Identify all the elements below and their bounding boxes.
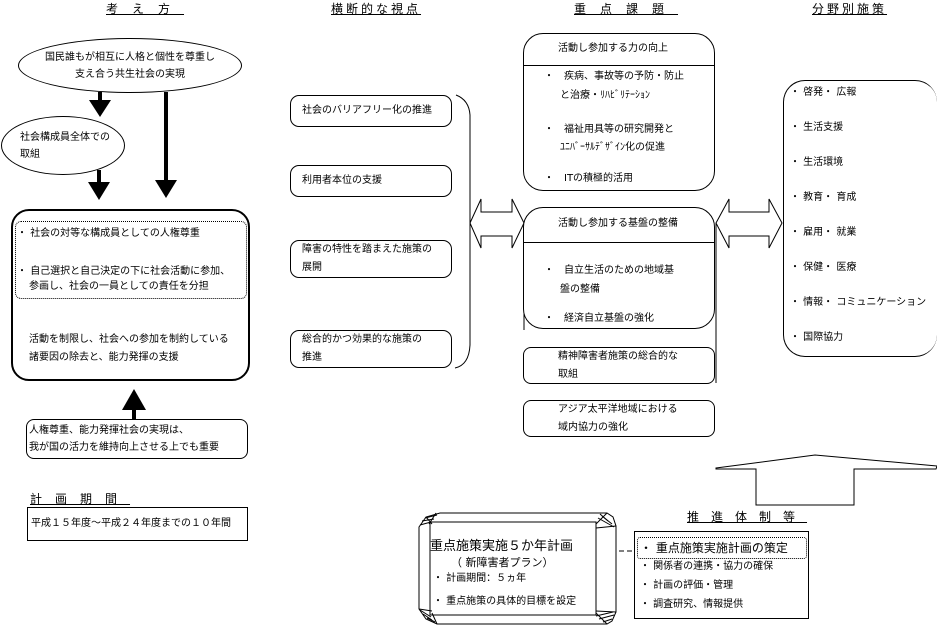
- five-year-plan-bullet2: ・ 重点施策の具体的目標を設定: [433, 596, 577, 607]
- cross-item-comprehensive-line1: 総合的かつ効果的な施策の: [302, 334, 422, 345]
- cross-item-comprehensive: [290, 330, 452, 368]
- foundation-item-1b: 盤の整備: [560, 284, 600, 295]
- field-item-information: ・ 情報・ コミュニケーション: [790, 297, 927, 308]
- ability-item-2a: ・ 福祉用具等の研究開発と: [544, 124, 674, 135]
- principles-dotted-box: [15, 221, 247, 299]
- field-item-awareness: ・ 啓発・ 広報: [790, 87, 857, 98]
- cross-item-barrier-free-text: 社会のバリアフリー化の推進: [302, 105, 432, 116]
- cross-item-disability-traits-line2: 展開: [302, 262, 322, 273]
- double-arrow: [469, 198, 525, 249]
- plan-frame-hatch: [419, 513, 615, 623]
- foundation-item-1a: ・ 自立生活のための地域基: [544, 265, 674, 276]
- field-measures-box: [783, 80, 937, 357]
- five-year-plan-title: 重点施策実施５か年計画: [430, 539, 574, 554]
- header-priority-issues: 重点課題: [574, 2, 679, 16]
- priority-ability-box: [523, 33, 715, 191]
- priority-asia-line2: 域内協力の強化: [558, 422, 628, 433]
- promotion-highlight: ・ 重点施策実施計画の策定: [640, 541, 788, 555]
- five-year-plan-bullet1: ・ 計画期間：５ヵ年: [433, 573, 527, 584]
- priority-mental-line1: 精神障害者施策の総合的な: [558, 351, 678, 362]
- foundation-item-2: ・ 経済自立基盤の強化: [544, 313, 654, 324]
- promotion-item-coordination: ・ 関係者の連携・協力の確保: [640, 561, 774, 572]
- plan-period-box: [27, 507, 248, 541]
- cross-item-user-centered-text: 利用者本位の支援: [302, 175, 382, 186]
- promotion-highlight-box: [637, 537, 807, 559]
- promotion-item-evaluation: ・ 計画の評価・管理: [640, 580, 734, 591]
- header-field-measures: 分野別施策: [812, 2, 888, 16]
- goal-line1: 国民誰もが相互に人格と個性を尊重し: [45, 51, 215, 63]
- divider: [523, 65, 715, 66]
- field-item-employment: ・ 雇用・ 就業: [790, 227, 857, 238]
- header-promotion: 推進体制等: [687, 510, 808, 524]
- cross-item-barrier-free: [290, 95, 452, 127]
- priority-ability-title: 活動し参加する力の向上: [558, 43, 668, 54]
- importance-line2: 我が国の活力を維持向上させる上でも重要: [29, 442, 219, 453]
- goal-ellipse: 国民誰もが相互に人格と個性を尊重し 支え合う共生社会の実現: [18, 38, 242, 93]
- cross-item-user-centered: [290, 165, 452, 197]
- philosophy-main-box: [11, 209, 250, 381]
- field-item-living-environment: ・ 生活環境: [790, 157, 844, 168]
- arrow-head-down: [155, 180, 177, 198]
- double-arrow: [715, 198, 783, 249]
- priority-asia-box: [523, 400, 715, 437]
- arrow-head-down: [89, 100, 111, 117]
- all-members-line1: 社会構成員全体での: [20, 131, 110, 143]
- principle-bullet-1: ・ 社会の対等な構成員としての人権尊重: [17, 228, 200, 239]
- five-year-plan-subtitle: （ 新障害者プラン）: [451, 556, 554, 569]
- promotion-box: [634, 531, 809, 619]
- priority-mental-line2: 取組: [558, 369, 578, 380]
- field-item-education: ・ 教育・ 育成: [790, 192, 857, 203]
- header-plan-period: 計画期間: [30, 492, 131, 506]
- field-item-international: ・ 国際協力: [790, 332, 844, 343]
- priority-foundation-box: [523, 207, 715, 329]
- field-item-health: ・ 保健・ 医療: [790, 262, 857, 273]
- importance-line1: 人権尊重、能力発揮社会の実現は、: [29, 425, 189, 436]
- priority-mental-box: [523, 347, 715, 384]
- cross-item-disability-traits: [290, 240, 452, 278]
- arrow-head-down: [88, 182, 110, 200]
- promotion-item-research: ・ 調査研究、情報提供: [640, 599, 744, 610]
- priority-foundation-title: 活動し参加する基盤の整備: [558, 218, 678, 229]
- ability-item-1a: ・ 疾病、事故等の予防・防止: [544, 71, 684, 82]
- cross-item-disability-traits-line1: 障害の特性を踏まえた施策の: [302, 244, 432, 255]
- promotion-up-arrow: [715, 454, 937, 506]
- all-members-ellipse: 社会構成員全体での 取組: [1, 116, 125, 175]
- principle-bullet-2a: ・ 自己選択と自己決定の下に社会活動に参加、: [17, 266, 231, 277]
- principle-bullet-2b: 参画し、社会の一員としての責任を分担: [29, 281, 209, 292]
- plan-period-text: 平成１５年度〜平成２４年度までの１０年間: [31, 518, 231, 529]
- ability-item-3: ・ ITの積極的活用: [544, 173, 634, 184]
- field-item-life-support: ・ 生活支援: [790, 122, 844, 133]
- bracket: [454, 94, 471, 369]
- header-philosophy: 考え方: [106, 2, 185, 16]
- all-members-line2: 取組: [20, 148, 40, 160]
- importance-box: [26, 419, 248, 459]
- header-cross-cutting: 横断的な視点: [331, 2, 422, 16]
- cross-item-comprehensive-line2: 推進: [302, 352, 322, 363]
- ability-item-2b: ﾕﾆﾊﾞｰｻﾙﾃﾞｻﾞｲﾝ化の促進: [560, 142, 665, 153]
- support-line2: 諸要因の除去と、能力発揮の支援: [29, 352, 179, 363]
- support-line1: 活動を制限し、社会への参加を制約している: [29, 334, 229, 345]
- plan-frame: [418, 512, 617, 625]
- divider: [523, 242, 715, 243]
- priority-asia-line1: アジア太平洋地域における: [558, 404, 678, 415]
- goal-line2: 支え合う共生社会の実現: [75, 68, 185, 80]
- ability-item-1b: と治療・ﾘﾊﾋﾞﾘﾃｰｼｮﾝ: [560, 90, 650, 101]
- arrow-head-up: [122, 389, 146, 410]
